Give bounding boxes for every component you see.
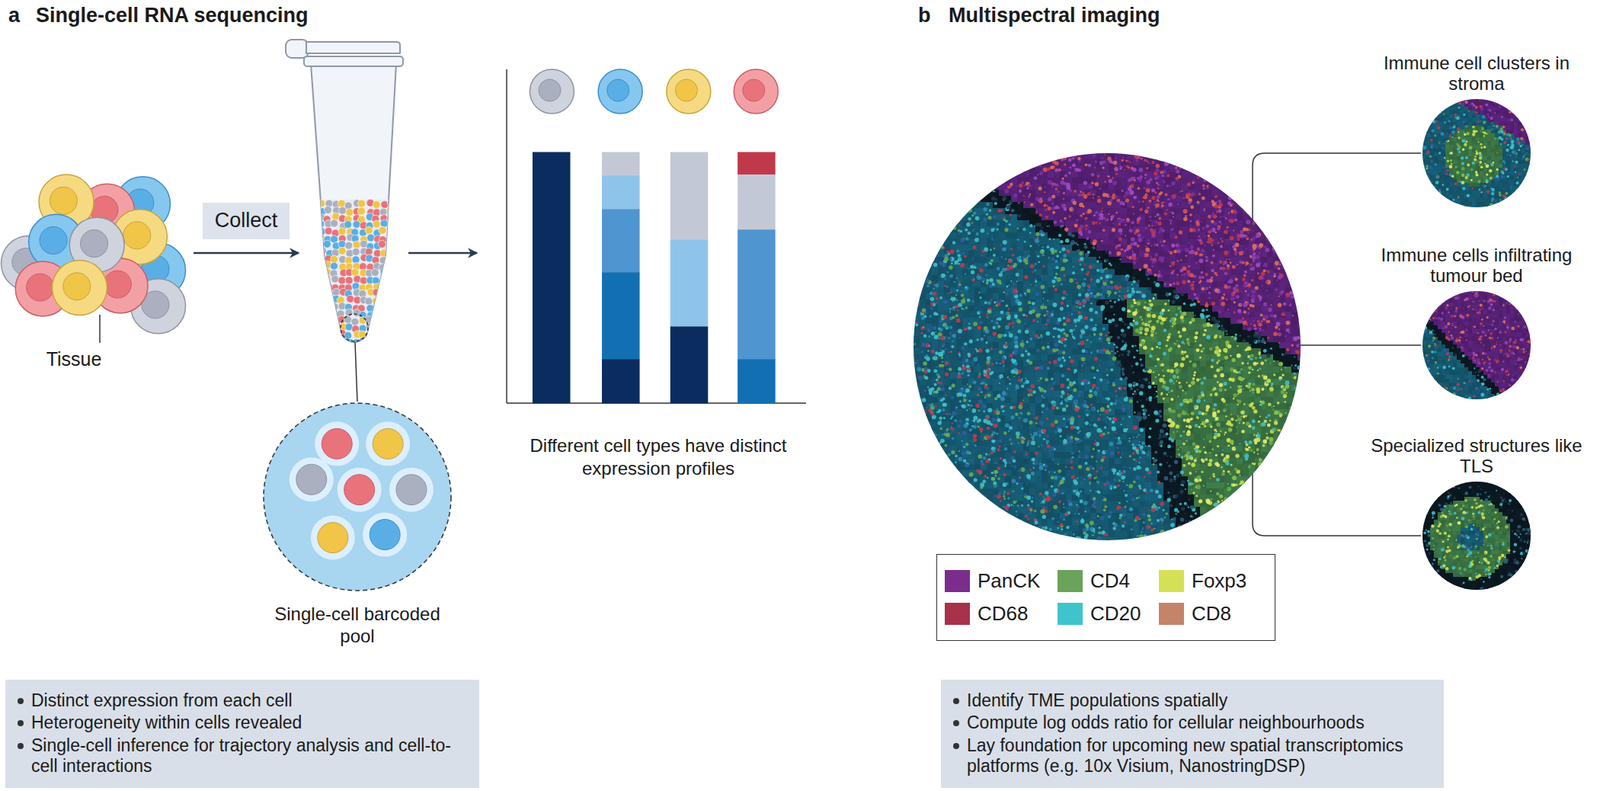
figure: aSingle-cell RNA sequencingTissueDiffere… <box>0 0 1600 791</box>
